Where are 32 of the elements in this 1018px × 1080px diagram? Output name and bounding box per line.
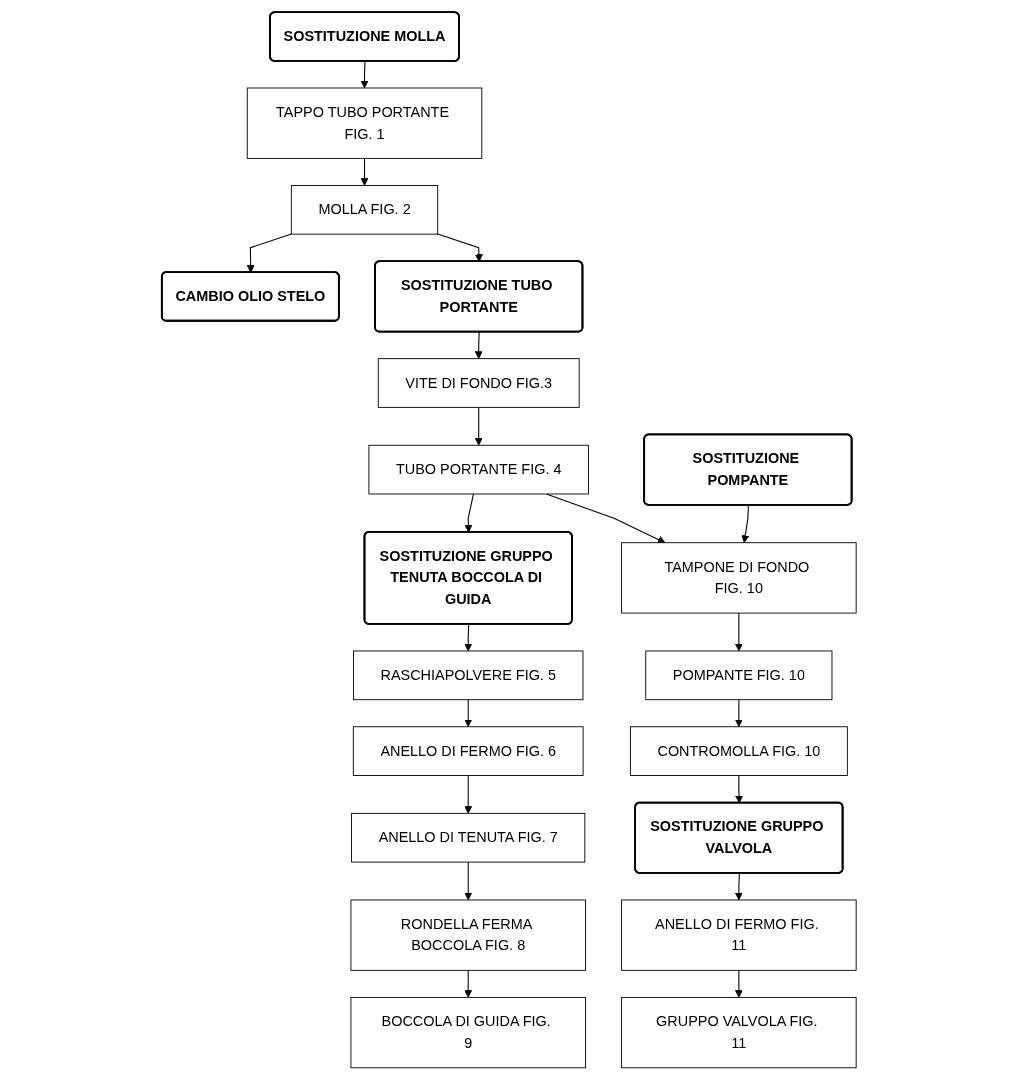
- arrow: [464, 493, 474, 533]
- arrow: [464, 774, 473, 814]
- arrow: [474, 331, 483, 359]
- arrow: [464, 699, 473, 728]
- arrow: [464, 623, 473, 652]
- arrow: [735, 774, 744, 804]
- arrow: [464, 969, 473, 998]
- arrow: [360, 60, 369, 89]
- arrow: [734, 699, 743, 728]
- arrow: [741, 504, 750, 544]
- node-box: ANELLO DI FERMO FIG. 6: [352, 726, 584, 776]
- arrow: [464, 861, 473, 901]
- node-box: RONDELLA FERMA BOCCOLA FIG. 8: [350, 899, 586, 971]
- node-box: TAPPO TUBO PORTANTE FIG. 1: [246, 87, 483, 159]
- arrow: [734, 872, 743, 901]
- node-box: VITE DI FONDO FIG.3: [377, 358, 580, 408]
- node-box: TAMPONE DI FONDO FIG. 10: [621, 542, 857, 614]
- node-box: MOLLA FIG. 2: [290, 185, 439, 235]
- arrow: [360, 157, 369, 186]
- node-box: RASCHIAPOLVERE FIG. 5: [353, 650, 584, 701]
- node-box: BOCCOLA DI GUIDA FIG. 9: [350, 996, 586, 1069]
- node-box: TUBO PORTANTE FIG. 4: [368, 444, 589, 495]
- node-box: ANELLO DI TENUTA FIG. 7: [351, 812, 586, 863]
- arrow: [734, 969, 743, 998]
- node-box: CONTROMOLLA FIG. 10: [629, 726, 848, 776]
- node-box: POMPANTE FIG. 10: [645, 650, 833, 701]
- arrow: [437, 233, 483, 263]
- arrow: [474, 406, 483, 446]
- arrow: [246, 233, 292, 273]
- node-box: ANELLO DI FERMO FIG. 11: [621, 899, 857, 971]
- arrow: [734, 612, 743, 652]
- node-box: GRUPPO VALVOLA FIG. 11: [621, 996, 857, 1069]
